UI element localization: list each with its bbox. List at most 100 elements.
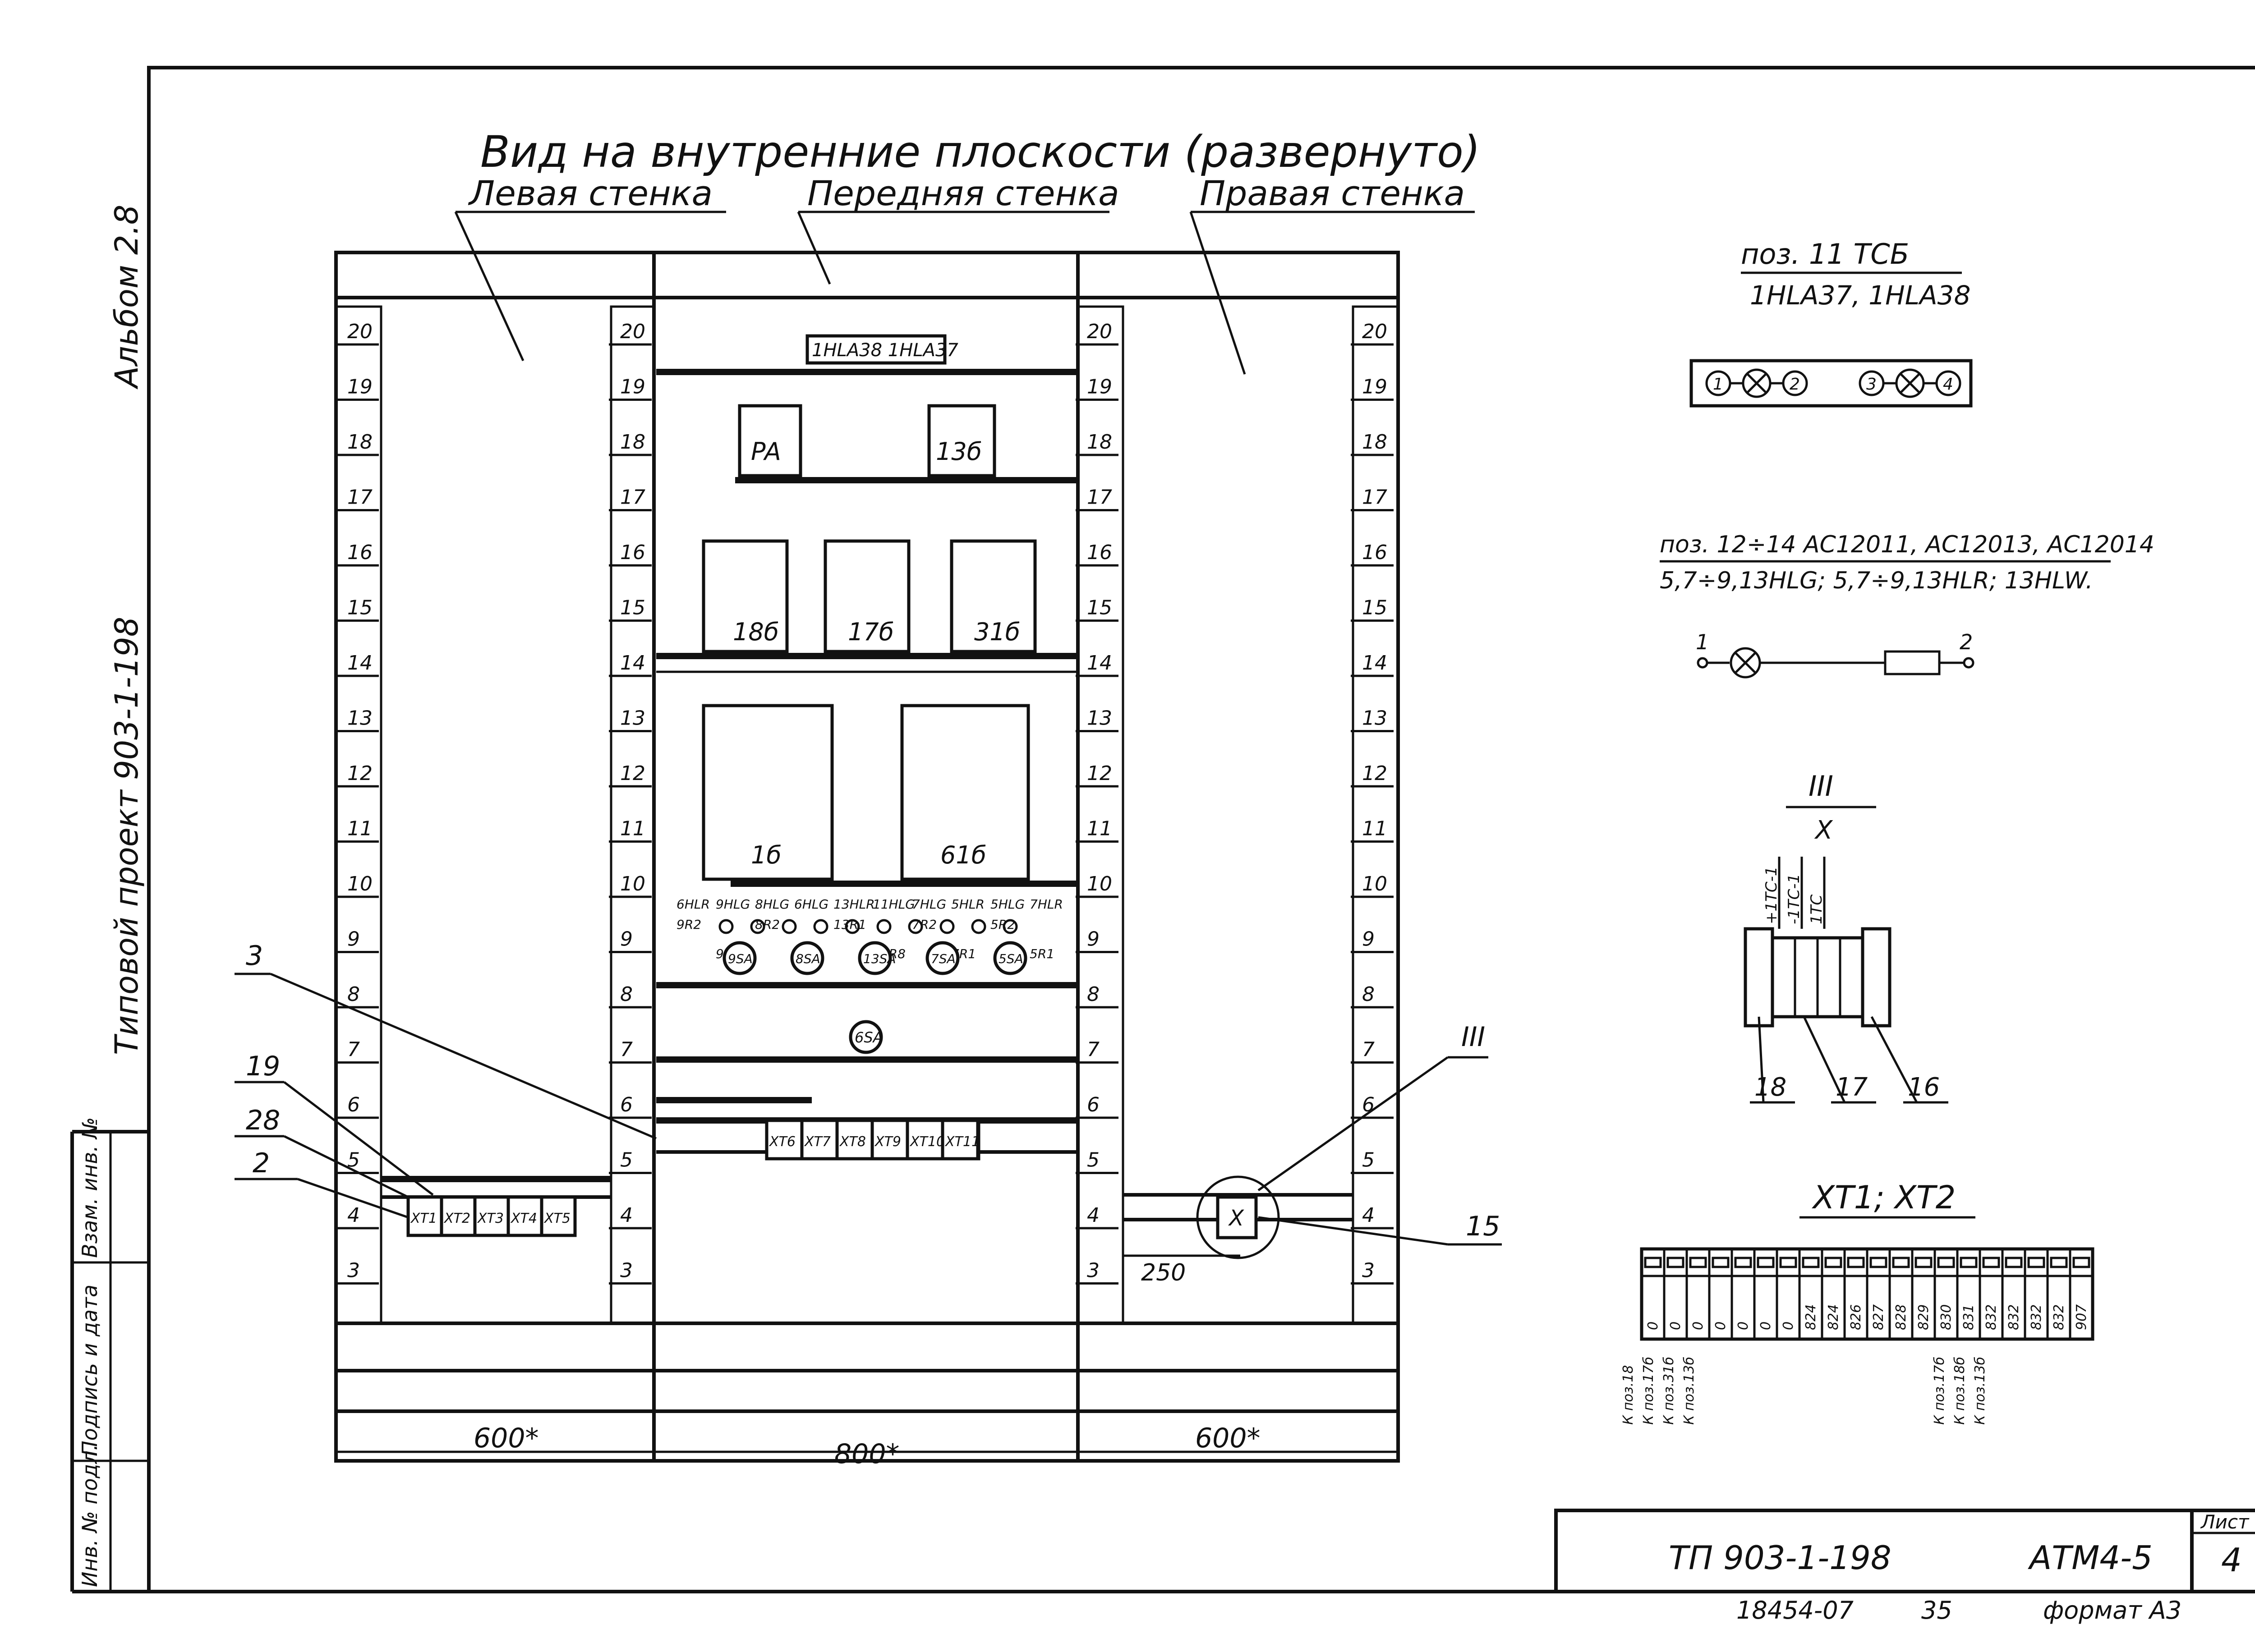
scale-number: 16 xyxy=(620,541,645,564)
xt12-cell-cap xyxy=(1960,1257,1978,1268)
scale-number: 19 xyxy=(620,376,645,399)
right-box-highlight xyxy=(1196,1175,1280,1259)
front-lamp-dot xyxy=(939,919,955,934)
left-terminal-label: XT5 xyxy=(543,1211,571,1226)
detail-part-leader xyxy=(1870,1016,1918,1103)
scale-number: 9 xyxy=(1087,928,1100,951)
front-lower-label: 9R2 xyxy=(676,917,701,932)
scale-number: 9 xyxy=(1362,928,1375,951)
xt12-cell-value: 827 xyxy=(1871,1304,1887,1330)
tsb-node-label: 4 xyxy=(1943,375,1953,394)
scale-number: 9 xyxy=(347,928,360,951)
bottom-switch-label: 6SA xyxy=(855,1029,883,1046)
front-lamp-dot xyxy=(718,919,734,934)
title-block xyxy=(1554,1509,2255,1593)
scale-number: 17 xyxy=(1362,486,1387,509)
right-box-x xyxy=(1216,1195,1258,1239)
xt12-cell-cap xyxy=(1666,1257,1684,1268)
callout-15-line xyxy=(1258,1216,1448,1246)
left-wall-leader xyxy=(454,211,525,362)
scale-number: 17 xyxy=(347,486,373,509)
front-row-label: 5HLG xyxy=(990,897,1025,912)
xt12-title: XT1; XT2 xyxy=(1811,1179,1956,1216)
front-switch xyxy=(790,941,824,975)
scale-number: 11 xyxy=(1362,817,1387,840)
right-dimension: 250 xyxy=(1141,1259,1186,1286)
right-wall-leader xyxy=(1189,211,1246,375)
detail-block-left xyxy=(1744,927,1774,1028)
scale-number: 7 xyxy=(1362,1038,1375,1061)
device-31-label: 31б xyxy=(974,618,1020,646)
ac-terminal-left xyxy=(1697,657,1708,669)
xt12-cell-cap xyxy=(1824,1257,1842,1268)
scale-number: 11 xyxy=(620,817,645,840)
front-lower-label: 5R2 xyxy=(990,917,1015,932)
front-lower-label: 7R2 xyxy=(912,917,937,932)
front-panel: 1HLA38 1HLA37 PA 13б 18б 17б 31б 1б 61б … xyxy=(656,334,1078,1161)
front-row-label: 6HLG xyxy=(794,897,828,912)
title-page: 35 xyxy=(1921,1596,1952,1624)
left-terminal-cell xyxy=(540,1195,577,1237)
xt12-cell-cap xyxy=(2072,1257,2090,1268)
callout-28: 28 xyxy=(246,1105,280,1136)
ac-line2: 5,7÷9,13HLG; 5,7÷9,13HLR; 13HLW. xyxy=(1660,567,2093,594)
front-switch xyxy=(723,941,757,975)
scale-number: 4 xyxy=(1362,1204,1375,1227)
scale-number: 11 xyxy=(1087,817,1112,840)
xt12-cell-cap xyxy=(1982,1257,2000,1268)
scale-number: 11 xyxy=(347,817,373,840)
tsb-lamp-cross xyxy=(1900,373,1920,394)
cabinet-outline xyxy=(334,251,1400,1463)
xt12-cell-value: 0 xyxy=(1645,1322,1661,1330)
xt12-cell-value: 0 xyxy=(1781,1322,1796,1330)
xt12-cell-cap xyxy=(2005,1257,2023,1268)
xt12-bottom-label: К поз.17б xyxy=(1641,1357,1657,1425)
stamp-col-inventory: Инв. № подл. xyxy=(78,1444,102,1587)
xt12-cell-value: 830 xyxy=(1938,1304,1954,1330)
device-13 xyxy=(927,404,996,477)
front-terminal-cell xyxy=(870,1119,909,1161)
scale-number: 19 xyxy=(1087,376,1112,399)
front-lamp-dot xyxy=(1003,919,1018,934)
device-31 xyxy=(950,539,1037,653)
front-terminal-label: XT11 xyxy=(944,1134,980,1150)
front-row-label: 13HLR xyxy=(833,897,875,912)
front-lamp-dot xyxy=(876,919,892,934)
callout-28-line xyxy=(283,1135,409,1198)
scale-number: 12 xyxy=(620,762,645,785)
front-row-label: 7HLR xyxy=(1030,897,1063,912)
device-18-label: 18б xyxy=(733,618,779,646)
xt12-cell-value: 824 xyxy=(1826,1304,1841,1330)
detail-part-label: 17 xyxy=(1836,1073,1868,1102)
xt12-bottom-label: К поз.18 xyxy=(1620,1365,1636,1425)
scale-number: 6 xyxy=(1087,1093,1100,1116)
front-terminal-label: XT8 xyxy=(839,1134,866,1150)
left-terminal-label: XT2 xyxy=(443,1211,470,1226)
xt12-bottom-label: К поз.13б xyxy=(1972,1357,1988,1425)
callout-3-line xyxy=(270,973,657,1140)
callout-19: 19 xyxy=(246,1051,280,1082)
scale-number: 3 xyxy=(1362,1259,1375,1282)
scale-number: 17 xyxy=(1087,486,1112,509)
callout-2-line xyxy=(297,1178,409,1219)
title-sheet-label: Лист xyxy=(2200,1511,2250,1533)
callout-iii: III xyxy=(1461,1021,1485,1053)
xt12-cell-value: 0 xyxy=(1758,1322,1774,1330)
front-row-label: 11HLG xyxy=(873,897,915,912)
tsb-subtitle: 1HLA37, 1HLA38 xyxy=(1750,280,1971,311)
xt12-bottom-label: К поз.17б xyxy=(1932,1357,1947,1425)
scale-number: 13 xyxy=(347,707,373,730)
xt12-cell-value: 0 xyxy=(1690,1322,1706,1330)
scale-number: 18 xyxy=(1362,431,1387,454)
scale-number: 10 xyxy=(620,872,645,895)
scale-number: 20 xyxy=(620,320,645,343)
scale-number: 4 xyxy=(1087,1204,1100,1227)
callout-iii-line xyxy=(1257,1056,1449,1192)
xt12-cell-value: 831 xyxy=(1961,1304,1977,1330)
ac-line1: поз. 12÷14 АС12011, АС12013, АС12014 xyxy=(1660,531,2154,558)
